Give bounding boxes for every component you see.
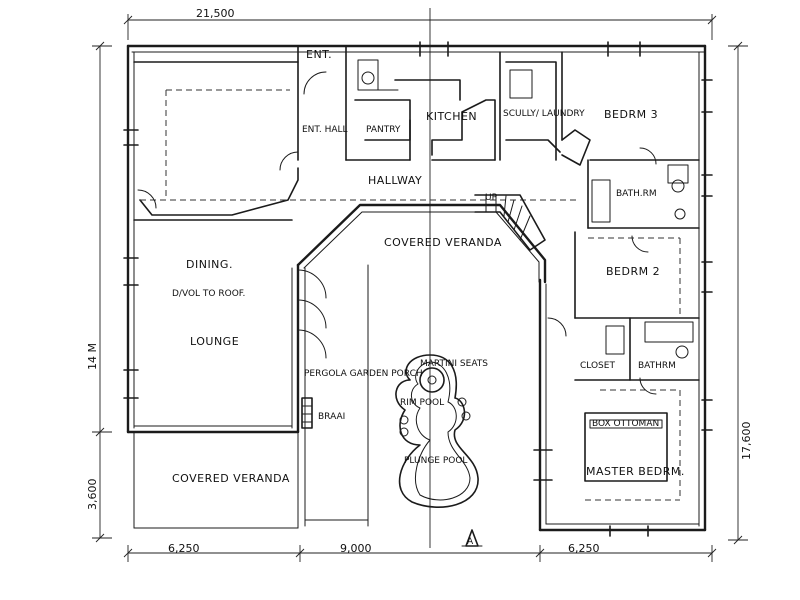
label-box-ottoman: BOX OTTOMAN [592, 419, 659, 429]
label-martini-seats: MARTINI SEATS [420, 359, 488, 369]
dim-top-width: 21,500 [196, 7, 235, 20]
label-master-bedroom: MASTER BEDRM. [586, 465, 685, 478]
interior-walls [133, 45, 700, 501]
label-braai: BRAAI [318, 412, 345, 422]
pergola-area [133, 264, 369, 529]
label-entry-hall: ENT. HALL [302, 125, 348, 135]
label-dining: DINING. [186, 258, 233, 271]
dim-bottom-left: 6,250 [168, 542, 200, 555]
label-pantry: PANTRY [366, 125, 401, 135]
label-plunge-pool: PLUNGE POOL [404, 456, 467, 466]
label-hallway: HALLWAY [368, 174, 422, 187]
label-lounge: LOUNGE [190, 335, 239, 348]
outer-walls [126, 44, 707, 532]
window-marks [123, 41, 713, 537]
dim-bottom-right: 6,250 [568, 542, 600, 555]
labels: 21,500 6,250 9,000 6,250 14 M 3,600 17,6… [86, 7, 753, 555]
label-entry: ENT. [306, 48, 332, 61]
label-bedroom-3: BEDRM 3 [604, 108, 658, 121]
label-covered-veranda-top: COVERED VERANDA [384, 236, 502, 249]
label-bathroom: BATH.RM [616, 189, 657, 199]
staircase [474, 194, 546, 251]
label-ensuite-bathroom: BATHRM [638, 361, 676, 371]
dim-left-main: 14 M [86, 343, 99, 370]
dim-right-total: 17,600 [740, 422, 753, 461]
dim-bottom-middle: 9,000 [340, 542, 372, 555]
label-scullery-laundry: SCULLY/ LAUNDRY [503, 109, 585, 119]
label-axis-marker: A [467, 537, 474, 547]
pool [395, 354, 479, 509]
label-dining-note: D/VOL TO ROOF. [172, 289, 245, 299]
label-rim-pool: RIM POOL [400, 398, 444, 408]
label-covered-veranda-bottom: COVERED VERANDA [172, 472, 290, 485]
label-pergola-garden-porch: PERGOLA GARDEN PORCH [304, 369, 423, 379]
label-closet: CLOSET [580, 361, 615, 371]
dim-left-lower: 3,600 [86, 479, 99, 511]
axis-marker-icon [461, 529, 483, 547]
doors [137, 71, 657, 395]
label-bedroom-2: BEDRM 2 [606, 265, 660, 278]
label-stairs-up: UP [485, 193, 498, 203]
dimension-lines [92, 8, 748, 562]
label-kitchen: KITCHEN [426, 110, 477, 123]
